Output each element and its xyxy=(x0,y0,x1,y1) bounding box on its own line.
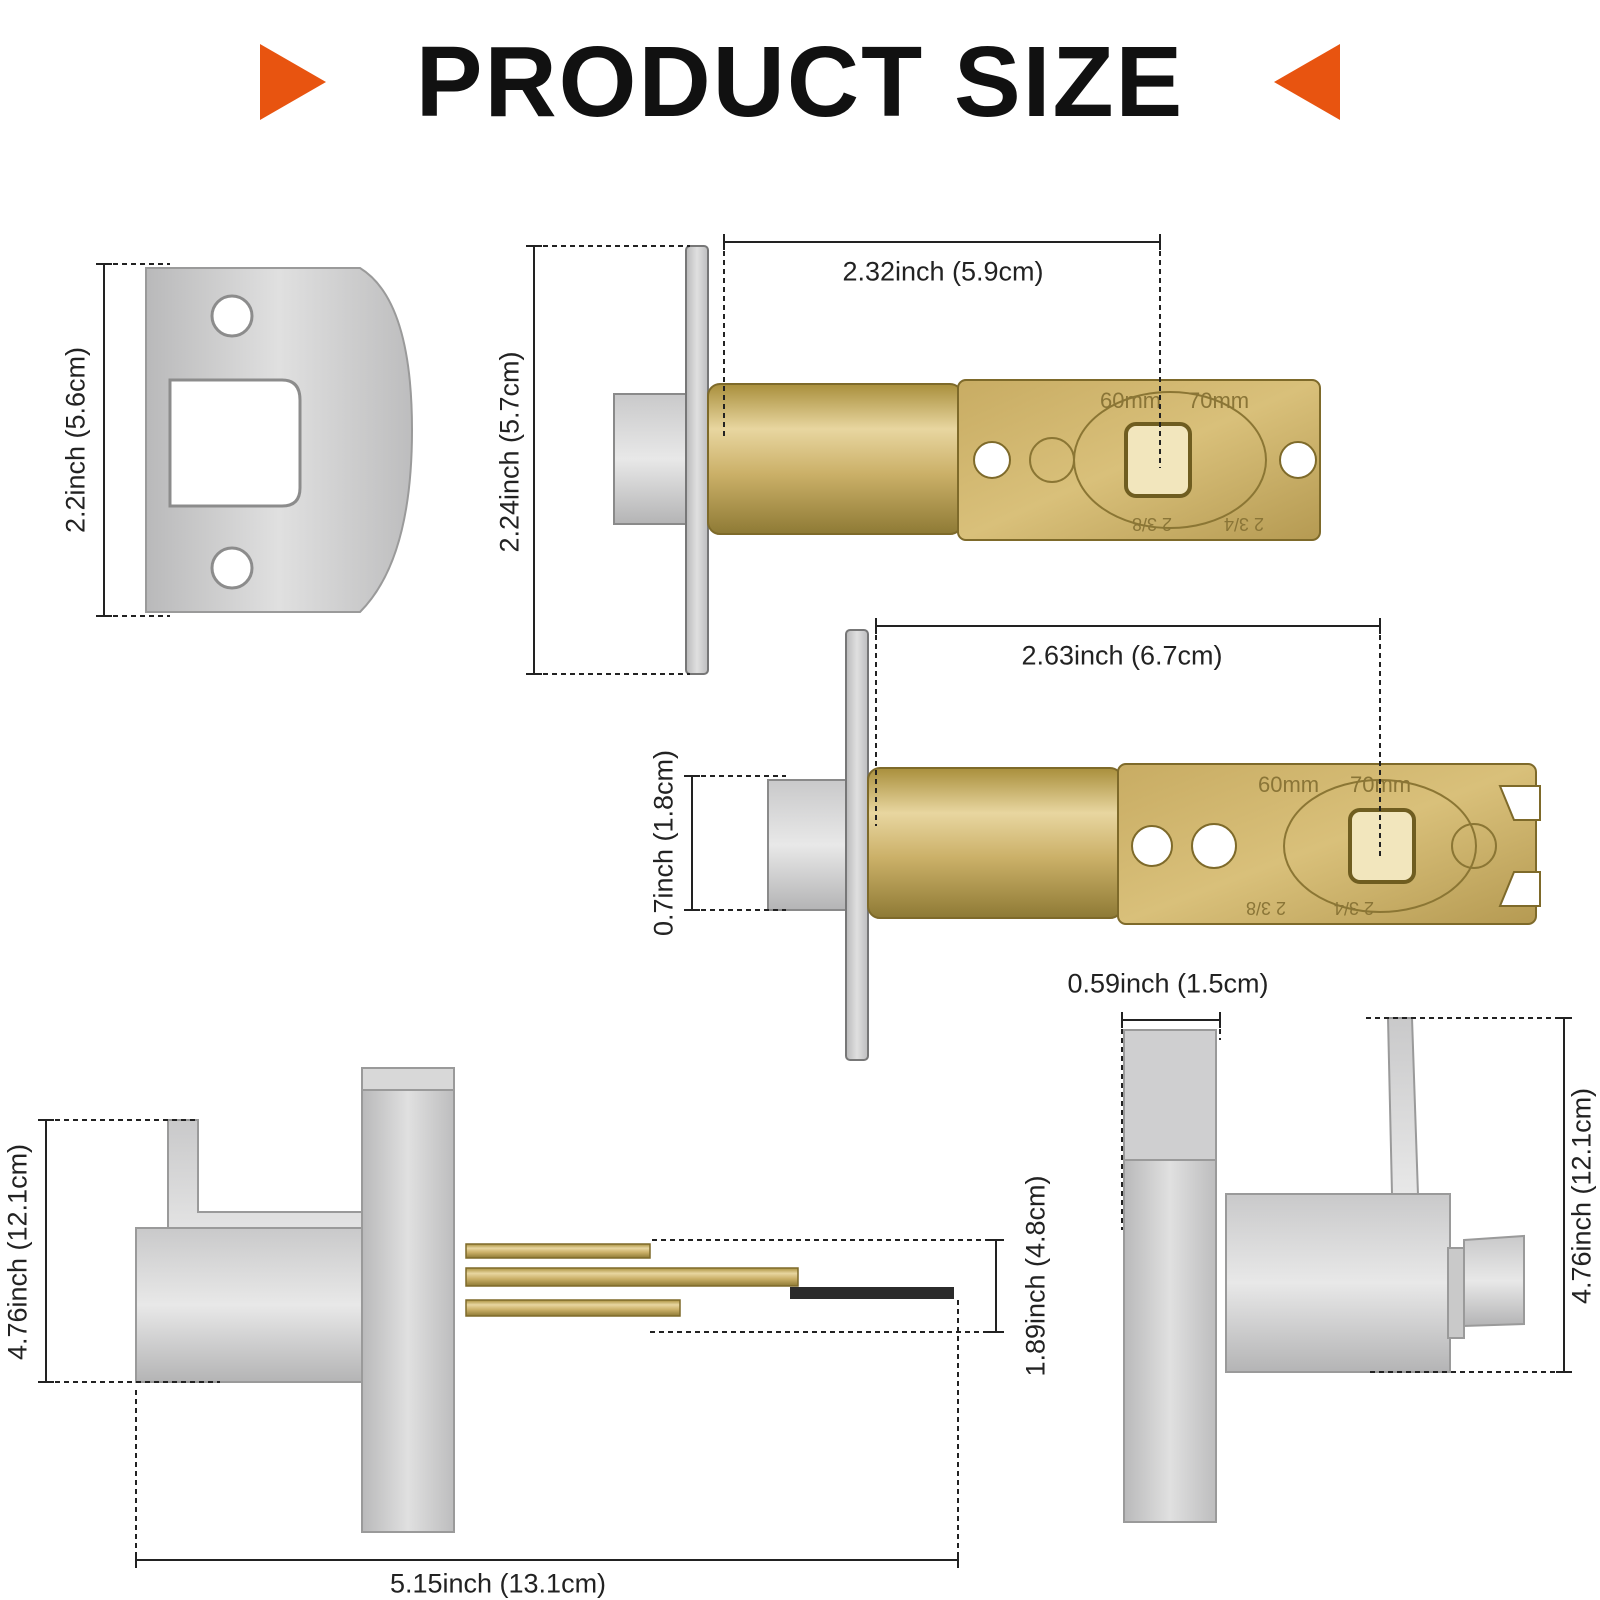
latch-short-dimensions xyxy=(526,234,1161,675)
latch-opening xyxy=(168,378,302,508)
spindle-bar xyxy=(465,1267,799,1287)
lever-front-height-label: 4.76inch (12.1cm) xyxy=(1566,1087,1597,1305)
lever-side-dimensions xyxy=(38,1119,1004,1568)
spindle-bar xyxy=(465,1243,651,1259)
latch-long-backset-label: 2.63inch (6.7cm) xyxy=(1021,640,1223,671)
stamp-60mm: 60mm xyxy=(1258,772,1319,797)
lever-side-height-label: 4.76inch (12.1cm) xyxy=(2,1143,33,1361)
stamp-2-3-8: 2 3/8 xyxy=(1132,514,1172,534)
rose-thickness-label: 0.59inch (1.5cm) xyxy=(1067,968,1269,999)
spindle-bar xyxy=(465,1299,681,1317)
stamp-2-3-8: 2 3/8 xyxy=(1246,898,1286,918)
latch-long: 60mm 70mm 2 3/8 2 3/4 xyxy=(767,629,1541,1061)
lever-front-dimensions xyxy=(1121,1012,1572,1373)
drive-pin xyxy=(790,1287,954,1299)
spindle-hole xyxy=(1124,422,1192,498)
screw-hole-top xyxy=(210,294,254,338)
strike-plate-dimension xyxy=(96,263,170,617)
stamp-60mm: 60mm xyxy=(1100,388,1161,413)
latch-short: 60mm 70mm 2 3/8 2 3/4 xyxy=(613,245,1321,675)
latch-tube xyxy=(707,383,963,535)
stamp-2-3-4: 2 3/4 xyxy=(1224,514,1264,534)
latch-short-height-label: 2.24inch (5.7cm) xyxy=(494,351,525,553)
lever-side-view xyxy=(135,1067,954,1533)
stamp-2-3-4: 2 3/4 xyxy=(1334,898,1374,918)
left-pointing-arrow-icon xyxy=(1274,44,1341,120)
thumb-turn xyxy=(1463,1234,1525,1328)
latch-bolt-height-label: 0.7inch (1.8cm) xyxy=(648,749,679,937)
spindle-height-label: 1.89inch (4.8cm) xyxy=(1020,1175,1051,1377)
latch-short-backset-label: 2.32inch (5.9cm) xyxy=(842,256,1044,287)
strike-plate xyxy=(145,267,414,613)
latch-bolt xyxy=(767,779,859,911)
latch-housing xyxy=(1117,763,1537,925)
spindle-hole xyxy=(1348,808,1416,884)
title-text: PRODUCT SIZE xyxy=(415,25,1185,138)
right-pointing-arrow-icon xyxy=(259,44,326,120)
faceplate xyxy=(685,245,709,675)
latch-long-dimensions xyxy=(684,618,1381,911)
lever-length-label: 5.15inch (13.1cm) xyxy=(389,1568,607,1599)
screw-hole-bottom xyxy=(210,546,254,590)
latch-tube xyxy=(867,767,1123,919)
strike-plate-height-label: 2.2inch (5.6cm) xyxy=(60,346,91,534)
page-title: PRODUCT SIZE xyxy=(0,22,1600,142)
rose-plate xyxy=(361,1067,455,1533)
stamp-70mm: 70mm xyxy=(1188,388,1249,413)
lever-front-view xyxy=(1123,1017,1525,1523)
faceplate xyxy=(845,629,869,1061)
stamp-70mm: 70mm xyxy=(1350,772,1411,797)
